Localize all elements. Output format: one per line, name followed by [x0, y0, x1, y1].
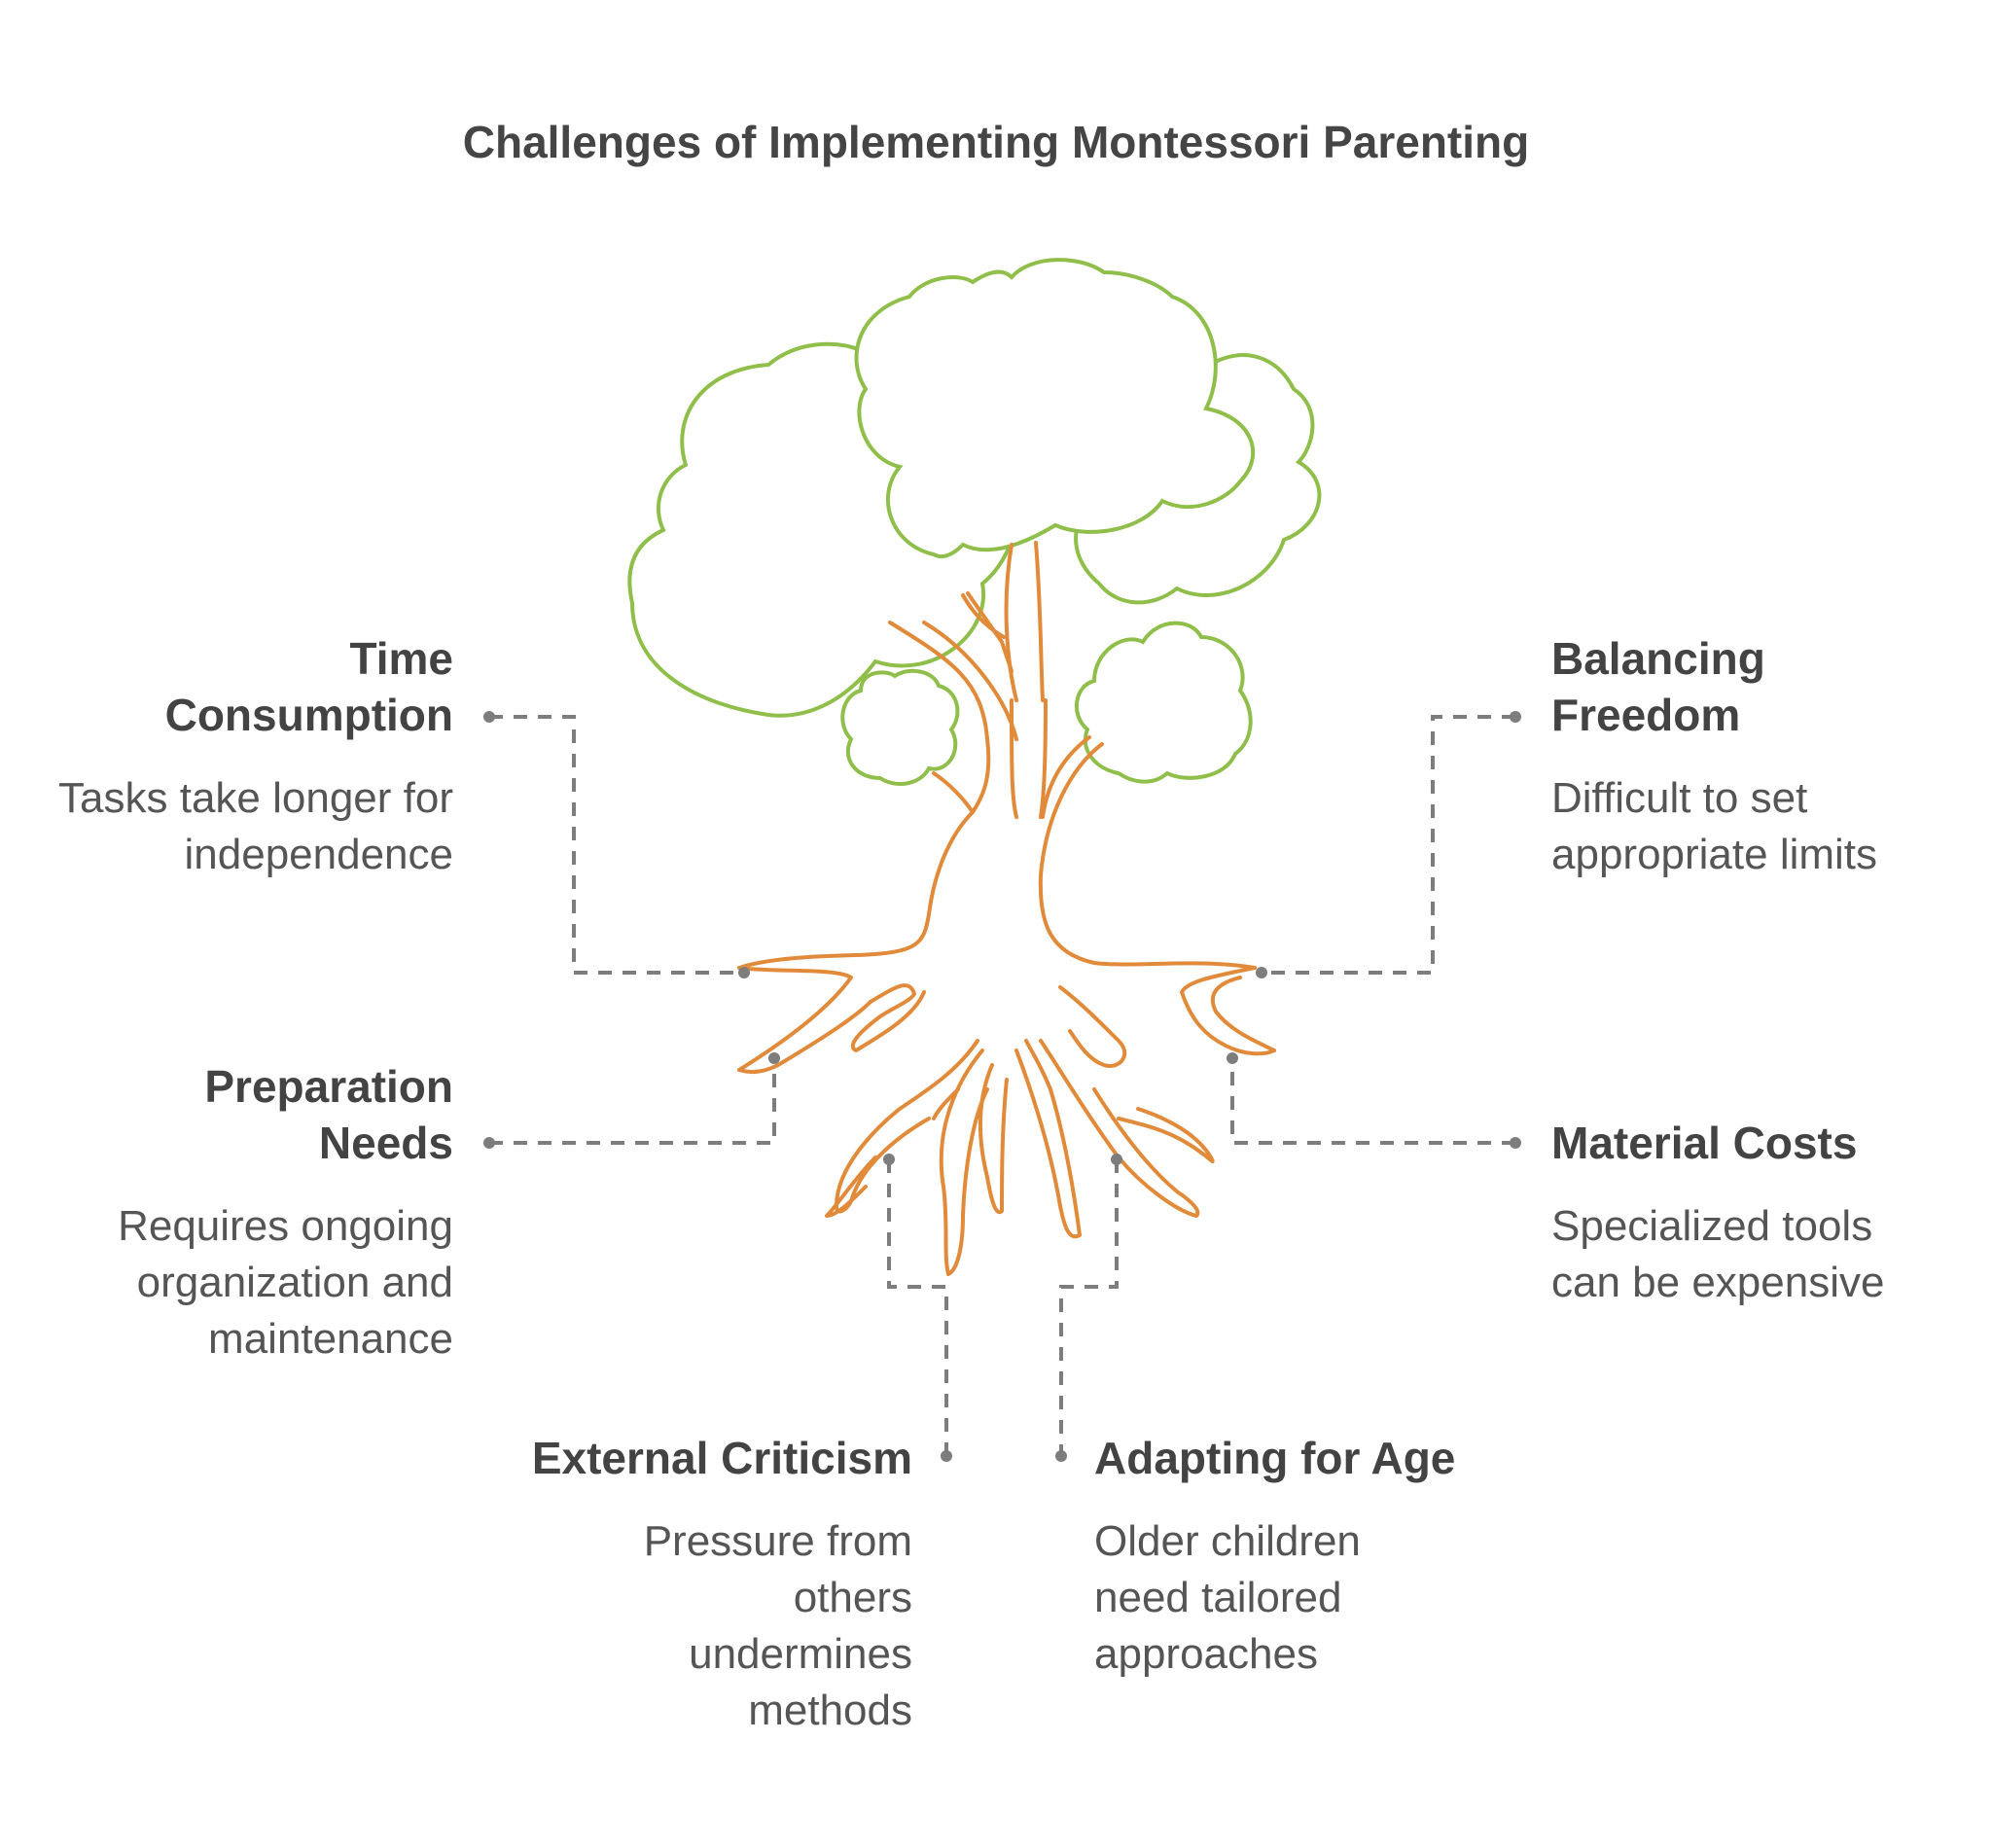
connector-adapting-for-age [1059, 1159, 1119, 1456]
tree-canopy [627, 258, 1322, 786]
challenge-description: Requires ongoing organization and mainte… [118, 1202, 453, 1363]
challenge-material-costs: Material Costs Specialized tools can be … [1551, 1115, 1940, 1311]
challenge-external-criticism: External Criticism Pressure from others … [520, 1430, 912, 1739]
connector-preparation-needs [489, 1058, 776, 1145]
challenge-description: Tasks take longer for independence [58, 774, 453, 878]
challenge-description: Pressure from others undermines methods [643, 1517, 912, 1734]
challenge-heading: Material Costs [1551, 1118, 1858, 1168]
connectors [483, 711, 1521, 1462]
challenge-preparation-needs: Preparation Needs Requires ongoing organ… [58, 1058, 453, 1368]
connector-balancing-freedom [1262, 715, 1515, 975]
challenge-adapting-for-age: Adapting for Age Older children need tai… [1094, 1430, 1483, 1683]
connector-time-consumption [489, 715, 744, 975]
tree-trunk-and-roots [737, 541, 1276, 1276]
challenge-heading: External Criticism [531, 1433, 912, 1483]
challenge-heading: Time Consumption [164, 633, 453, 740]
challenge-description: Older children need tailored approaches [1094, 1517, 1361, 1678]
challenge-time-consumption: Time Consumption Tasks take longer for i… [58, 630, 453, 883]
page-title: Challenges of Implementing Montessori Pa… [462, 117, 1530, 167]
challenge-description: Difficult to set appropriate limits [1551, 774, 1878, 878]
challenge-heading: Preparation Needs [204, 1061, 453, 1168]
challenge-balancing-freedom: Balancing Freedom Difficult to set appro… [1551, 630, 1940, 883]
challenge-heading: Adapting for Age [1094, 1433, 1456, 1483]
connector-material-costs [1230, 1058, 1515, 1145]
challenge-heading: Balancing Freedom [1551, 633, 1765, 740]
connector-external-criticism [887, 1159, 948, 1456]
challenge-description: Specialized tools can be expensive [1551, 1202, 1885, 1306]
